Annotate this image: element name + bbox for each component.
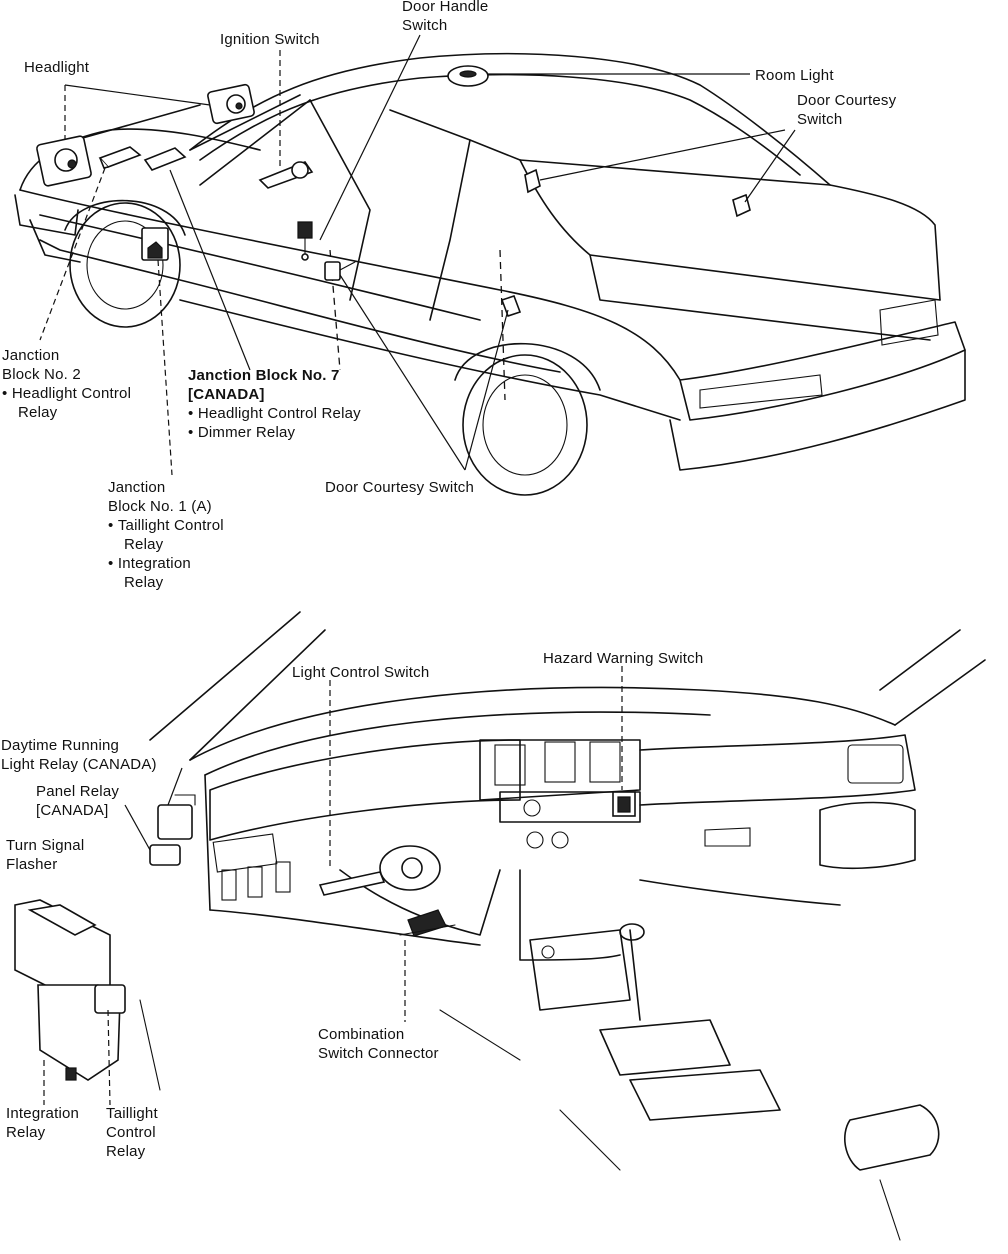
panel-relay-line-1: Panel Relay bbox=[36, 783, 120, 800]
csc-line-1: Combination bbox=[318, 1026, 405, 1043]
jb2-bullet-1: Headlight Control bbox=[2, 384, 131, 403]
room-light-component bbox=[447, 65, 489, 87]
label-junction-block-2: Janction Block No. 2 Headlight Control R… bbox=[2, 346, 131, 422]
panel-relay-line-2: [CANADA] bbox=[36, 802, 109, 819]
label-combination-switch-connector: Combination Switch Connector bbox=[318, 1025, 439, 1063]
junction-block-2-component bbox=[98, 146, 142, 169]
label-room-light: Room Light bbox=[755, 67, 834, 84]
label-door-handle-switch-line-1: Door Handle bbox=[402, 0, 489, 15]
headlight-left-component bbox=[36, 135, 92, 187]
label-daytime-running-light-relay: Daytime Running Light Relay (CANADA) bbox=[1, 736, 157, 774]
drl-line-1: Daytime Running bbox=[1, 737, 120, 754]
label-door-handle-switch: Door Handle Switch bbox=[402, 0, 488, 35]
label-turn-signal-flasher: Turn Signal Flasher bbox=[6, 836, 84, 874]
label-door-courtesy-switch-top-line-1: Door Courtesy bbox=[797, 92, 897, 109]
label-door-handle-switch-line-2: Switch bbox=[402, 17, 448, 34]
hazard-switch-marker bbox=[617, 796, 631, 813]
turn-signal-flasher-assembly bbox=[14, 899, 126, 1081]
tcr-line-3: Relay bbox=[106, 1143, 146, 1160]
jb1-bullet-2-cont: Relay bbox=[124, 574, 164, 591]
light-control-switch-component bbox=[318, 845, 441, 896]
jb7-line-1: Janction Block No. 7 bbox=[188, 367, 340, 384]
tcr-line-2: Control bbox=[106, 1124, 156, 1141]
junction-block-1-component bbox=[141, 227, 169, 261]
jb1-bullet-1: Taillight Control bbox=[108, 516, 224, 535]
jb7-bullet-2: Dimmer Relay bbox=[188, 423, 361, 442]
ir-line-1: Integration bbox=[6, 1105, 80, 1122]
label-ignition-switch: Ignition Switch bbox=[220, 31, 320, 48]
dashboard-illustration bbox=[139, 611, 986, 1241]
headlight-right-component bbox=[207, 83, 255, 125]
label-hazard-warning-switch: Hazard Warning Switch bbox=[543, 650, 704, 667]
csc-line-2: Switch Connector bbox=[318, 1045, 439, 1062]
jb2-line-2: Block No. 2 bbox=[2, 366, 81, 383]
label-door-courtesy-switch-top-line-2: Switch bbox=[797, 111, 843, 128]
label-door-courtesy-switch-bottom: Door Courtesy Switch bbox=[325, 479, 475, 496]
car-body-illustration bbox=[14, 52, 966, 496]
panel-relay-component bbox=[149, 844, 181, 866]
jb1-line-2: Block No. 1 (A) bbox=[108, 498, 212, 515]
label-taillight-control-relay: Taillight Control Relay bbox=[106, 1104, 158, 1161]
door-courtesy-switch-rear-components bbox=[500, 168, 751, 318]
jb7-line-2: [CANADA] bbox=[188, 386, 265, 403]
tcr-line-1: Taillight bbox=[106, 1105, 158, 1122]
jb1-bullet-1-cont: Relay bbox=[124, 536, 164, 553]
drl-line-2: Light Relay (CANADA) bbox=[1, 756, 157, 773]
junction-block-7-component bbox=[143, 147, 187, 171]
label-junction-block-1: Janction Block No. 1 (A) Taillight Contr… bbox=[108, 478, 224, 592]
daytime-running-light-relay-component bbox=[157, 794, 196, 840]
jb1-line-1: Janction bbox=[108, 479, 166, 496]
door-handle-switch-component bbox=[297, 221, 313, 261]
ignition-switch-component bbox=[258, 161, 314, 189]
label-integration-relay: Integration Relay bbox=[6, 1104, 79, 1142]
bottom-leader-lines bbox=[43, 666, 623, 1106]
door-courtesy-switch-front-component bbox=[324, 261, 356, 281]
jb2-bullet-1-cont: Relay bbox=[18, 404, 58, 421]
ir-line-2: Relay bbox=[6, 1124, 46, 1141]
label-junction-block-7: Janction Block No. 7 [CANADA] Headlight … bbox=[188, 366, 361, 442]
top-leader-lines bbox=[39, 34, 796, 476]
label-door-courtesy-switch-top: Door Courtesy Switch bbox=[797, 91, 896, 129]
tsf-line-2: Flasher bbox=[6, 856, 58, 873]
combination-switch-connector-component bbox=[399, 909, 456, 937]
label-headlight: Headlight bbox=[24, 59, 90, 76]
label-light-control-switch: Light Control Switch bbox=[292, 664, 430, 681]
jb7-bullet-1: Headlight Control Relay bbox=[188, 404, 361, 423]
label-panel-relay: Panel Relay [CANADA] bbox=[36, 782, 119, 820]
tsf-line-1: Turn Signal bbox=[6, 837, 85, 854]
jb1-bullet-2: Integration bbox=[108, 554, 224, 573]
jb2-line-1: Janction bbox=[2, 347, 60, 364]
